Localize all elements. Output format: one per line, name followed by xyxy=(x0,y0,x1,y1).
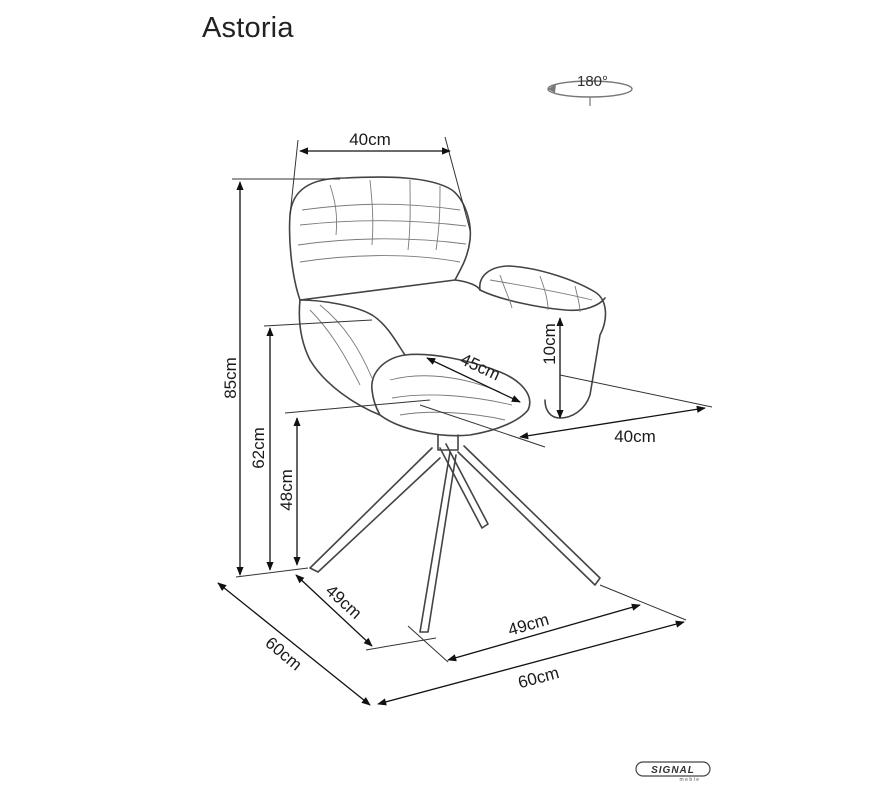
dimension-arm-above-seat: 10cm xyxy=(540,317,564,419)
dimension-seat-height: 48cm xyxy=(277,399,431,566)
dim-label-seat-height: 48cm xyxy=(277,469,296,511)
dimension-total-height: 85cm xyxy=(221,178,340,578)
dimension-armrest-height: 62cm xyxy=(249,319,373,571)
dimension-seat-depth: 45cm xyxy=(426,350,521,403)
dim-label-base-width: 49cm xyxy=(506,610,551,640)
dimension-overall-width: 60cm xyxy=(377,620,685,706)
dimension-top-width: 40cm xyxy=(289,130,471,231)
product-title: Astoria xyxy=(202,12,294,44)
dim-label-top-width: 40cm xyxy=(349,130,391,149)
dim-label-seat-width: 40cm xyxy=(614,427,656,446)
dim-label-base-depth: 49cm xyxy=(322,581,366,623)
dimension-base-depth: 49cm xyxy=(295,574,437,651)
brand-logo: SIGNAL meble xyxy=(635,761,711,783)
dimension-seat-width: 40cm xyxy=(419,374,713,448)
brand-sub: meble xyxy=(679,777,700,783)
rotation-label: 180° xyxy=(577,73,608,90)
rotation-icon: 180° xyxy=(547,73,633,106)
dim-label-seat-depth: 45cm xyxy=(457,350,503,385)
brand-name: SIGNAL xyxy=(651,765,695,776)
dim-label-overall-width: 60cm xyxy=(516,663,561,692)
dim-label-overall-depth: 60cm xyxy=(262,633,306,674)
dim-label-total-height: 85cm xyxy=(221,357,240,399)
dim-label-armrest-height: 62cm xyxy=(249,427,268,469)
dim-label-arm-above-seat: 10cm xyxy=(540,323,559,365)
chair-outline xyxy=(288,176,607,633)
dimension-base-width: 49cm xyxy=(407,584,687,663)
